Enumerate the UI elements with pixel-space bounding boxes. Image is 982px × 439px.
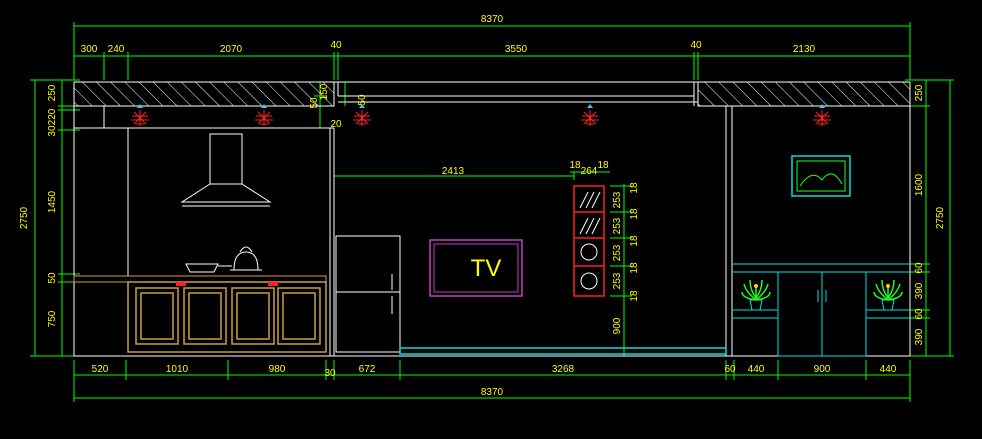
right-cabinet <box>732 263 910 357</box>
wall-dimension-labels: 2413 18 264 18 18 253 18 253 18 253 18 2… <box>442 160 640 334</box>
bottom-seg: 520 <box>92 364 109 375</box>
top-seg: 40 <box>690 40 702 51</box>
right-seg: 390 <box>914 282 925 299</box>
tv-set <box>429 239 523 297</box>
kitchen-counter <box>73 275 327 353</box>
base-cabinets <box>127 281 327 353</box>
top-seg: 40 <box>330 40 342 51</box>
right-dimension-labels: 2750 250 1600 60 390 60 390 <box>914 84 946 345</box>
top-total: 8370 <box>481 14 504 25</box>
right-seg: 390 <box>914 328 925 345</box>
top-seg: 3550 <box>505 44 528 55</box>
tv-label: TV <box>471 255 502 282</box>
left-seg: 220 <box>47 108 58 125</box>
picture-frame-icon <box>791 155 851 197</box>
right-dimension-lines <box>905 79 954 357</box>
shelf-top-dim: 264 <box>581 166 598 177</box>
bottom-seg: 3268 <box>552 364 575 375</box>
shelf-right-dim: 253 <box>612 191 623 208</box>
ceiling-soffit <box>73 81 911 129</box>
walls <box>73 82 911 357</box>
shelf-top-dim: 18 <box>597 160 609 171</box>
ceiling-dim: 50 <box>309 97 320 109</box>
shelf-top-dim: 18 <box>569 160 581 171</box>
left-seg: 1450 <box>47 190 58 213</box>
top-seg: 2130 <box>793 44 816 55</box>
shelf-right-dim: 18 <box>629 290 640 302</box>
bottom-seg: 30 <box>324 368 336 379</box>
shelf-right-dim: 253 <box>612 244 623 261</box>
bottom-seg: 440 <box>880 364 897 375</box>
kettle-icon <box>230 246 262 271</box>
range-hood-icon <box>180 133 272 207</box>
right-seg: 250 <box>914 84 925 101</box>
shelf-bottom-dim: 900 <box>612 317 623 334</box>
top-seg: 240 <box>108 44 125 55</box>
left-seg: 30 <box>47 125 58 137</box>
shelf-right-dim: 18 <box>629 262 640 274</box>
wall-dimension-lines <box>334 171 632 356</box>
left-seg: 50 <box>47 272 58 284</box>
top-seg: 2070 <box>220 44 243 55</box>
ceiling-dim: 150 <box>319 83 330 100</box>
bottom-dimension-labels: 520 1010 980 30 672 3268 60 440 900 440 … <box>92 364 897 398</box>
bottom-seg: 980 <box>269 364 286 375</box>
top-dimension-lines <box>73 22 911 80</box>
display-shelf <box>573 185 605 297</box>
bottom-seg: 1010 <box>166 364 189 375</box>
right-seg: 60 <box>914 262 925 274</box>
top-seg: 300 <box>81 44 98 55</box>
shelf-right-dim: 18 <box>629 182 640 194</box>
left-seg: 250 <box>47 84 58 101</box>
ceiling-dimension-labels: 150 50 50 20 <box>309 83 368 130</box>
right-total: 2750 <box>935 206 946 229</box>
bottom-total: 8370 <box>481 387 504 398</box>
frying-pan-icon <box>185 263 232 273</box>
shelf-right-dim: 18 <box>629 208 640 220</box>
left-seg: 750 <box>47 310 58 327</box>
left-dimension-labels: 2750 250 30 220 1450 50 750 <box>19 84 58 327</box>
bottom-dimension-lines <box>73 360 911 402</box>
shelf-right-dim: 253 <box>612 272 623 289</box>
tv-stand <box>399 347 727 355</box>
shelf-right-dim: 253 <box>612 217 623 234</box>
shelf-right-dim: 18 <box>629 235 640 247</box>
ceiling-dim: 20 <box>330 119 342 130</box>
bottom-seg: 900 <box>814 364 831 375</box>
top-dimension-labels: 8370 300 240 2070 40 3550 40 2130 <box>81 14 816 55</box>
bottom-seg: 672 <box>359 364 376 375</box>
right-seg: 60 <box>914 308 925 320</box>
bottom-seg: 60 <box>724 364 736 375</box>
right-seg: 1600 <box>914 173 925 196</box>
left-dimension-lines <box>30 79 80 357</box>
tv-wall-width: 2413 <box>442 166 465 177</box>
ceiling-dim: 50 <box>357 94 368 106</box>
bottom-seg: 440 <box>748 364 765 375</box>
left-total: 2750 <box>19 206 30 229</box>
refrigerator-icon <box>335 235 401 353</box>
